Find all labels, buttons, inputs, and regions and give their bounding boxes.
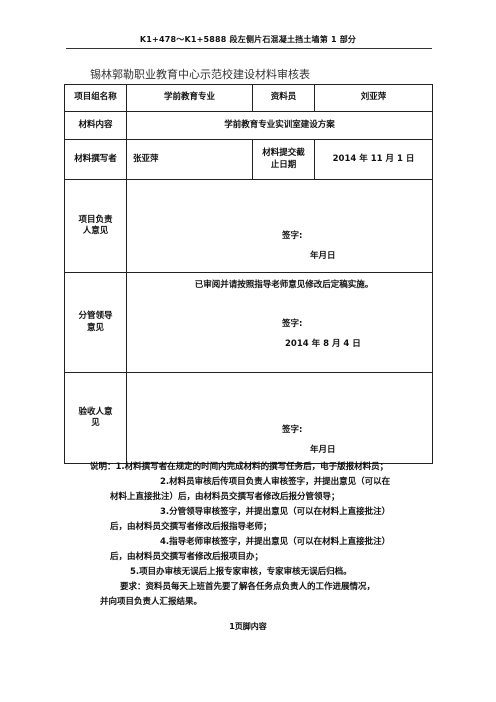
- group-name-value: 学前教育专业: [126, 84, 253, 112]
- page-header-title: K1+478～K1+5888 段左侧片石混凝土挡土墙第 1 部分: [139, 35, 357, 44]
- table-row: 项目组名称 学前教育专业 资料员 刘亚萍: [64, 84, 433, 112]
- manager-opinion-comment: 已审阅并请按照指导老师意见修改后定稿实施。: [194, 280, 374, 290]
- manager-opinion-label: 分管领导意见: [64, 272, 127, 373]
- deadline-label: 材料提交截止日期: [252, 139, 315, 180]
- note-line: 后，由材料员交撰写者修改后报项目办；: [110, 552, 264, 562]
- group-name-label: 项目组名称: [64, 84, 127, 112]
- lead-opinion-cell: 签字: 年月日: [126, 179, 433, 273]
- note-line: 5.项目办审核无误后上报专家审核，专家审核无误后归档。: [130, 567, 352, 577]
- note-line: 2.材料员审核后传项目负责人审核签字，并提出意见（可以在: [160, 477, 391, 487]
- requirement-line: 并向项目负责人汇报结果。: [100, 597, 203, 607]
- form-title: 锡林郭勒职业教育中心示范校建设材料审核表: [90, 68, 310, 81]
- lead-sign-date: 年月日: [310, 251, 336, 261]
- content-label: 材料内容: [64, 111, 127, 140]
- acceptor-sign-date: 年月日: [310, 445, 336, 455]
- table-row: 验收人意见 签字: 年月日: [64, 372, 433, 464]
- page-footer: 1页脚内容: [229, 622, 267, 631]
- lead-sign-label: 签字:: [282, 231, 303, 241]
- writer-label: 材料撰写者: [64, 139, 127, 180]
- clerk-value: 刘亚萍: [314, 84, 433, 112]
- header-rule: [66, 48, 432, 49]
- notes-section: 说明：1.材料撰写者在规定的时间内完成材料的撰写任务后，电子版报材料员； 2.材…: [90, 460, 440, 610]
- review-table: 项目组名称 学前教育专业 资料员 刘亚萍 材料内容 学前教育专业实训室建设方案 …: [64, 84, 433, 464]
- deadline-value: 2014 年 11 月 1 日: [314, 139, 433, 180]
- lead-opinion-label: 项目负责人意见: [64, 179, 127, 273]
- note-line: 3.分管领导审核签字，并提出意见（可以在材料上直接批注）: [160, 507, 391, 517]
- manager-opinion-cell: 已审阅并请按照指导老师意见修改后定稿实施。 签字: 2014 年 8 月 4 日: [126, 272, 433, 373]
- table-row: 材料内容 学前教育专业实训室建设方案: [64, 111, 433, 140]
- note-line: 4.指导老师审核签字，并提出意见（可以在材料上直接批注）: [160, 537, 391, 547]
- acceptor-opinion-label: 验收人意见: [64, 372, 127, 464]
- note-line: 说明：1.材料撰写者在规定的时间内完成材料的撰写任务后，电子版报材料员；: [90, 462, 389, 472]
- table-row: 材料撰写者 张亚萍 材料提交截止日期 2014 年 11 月 1 日: [64, 139, 433, 180]
- note-line: 后，由材料员交撰写者修改后报指导老师；: [110, 522, 272, 532]
- writer-value: 张亚萍: [126, 139, 253, 180]
- acceptor-opinion-cell: 签字: 年月日: [126, 372, 433, 464]
- requirement-line: 要求：资料员每天上班首先要了解各任务点负责人的工作进展情况，: [120, 582, 376, 592]
- note-line: 材料上直接批注）后，由材料员交撰写者修改后报分管领导；: [110, 492, 340, 502]
- manager-sign-date: 2014 年 8 月 4 日: [285, 339, 361, 349]
- table-row: 分管领导意见 已审阅并请按照指导老师意见修改后定稿实施。 签字: 2014 年 …: [64, 272, 433, 373]
- table-row: 项目负责人意见 签字: 年月日: [64, 179, 433, 273]
- clerk-label: 资料员: [252, 84, 315, 112]
- acceptor-sign-label: 签字:: [282, 425, 303, 435]
- content-value: 学前教育专业实训室建设方案: [126, 111, 433, 140]
- manager-sign-label: 签字:: [282, 319, 303, 329]
